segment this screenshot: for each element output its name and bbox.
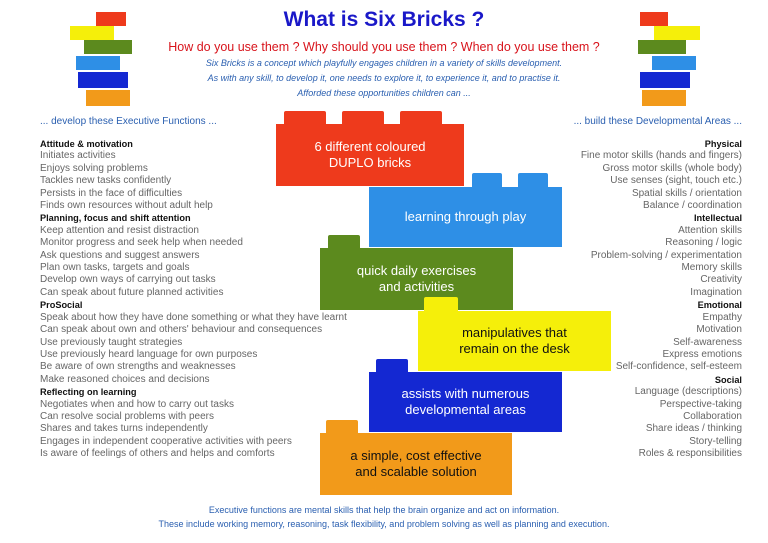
- list-item: Problem-solving / experimentation: [590, 249, 742, 261]
- list-item: Can resolve social problems with peers: [40, 410, 214, 422]
- brick-stud: [342, 111, 384, 125]
- brick-text-line-1: manipulatives that: [462, 325, 567, 340]
- list-item: Empathy: [702, 311, 742, 323]
- list-item: Speak about how they have done something…: [40, 311, 347, 323]
- brick-stud: [472, 173, 502, 187]
- group-title: Physical: [704, 139, 742, 149]
- list-item: Ask questions and suggest answers: [40, 249, 200, 261]
- list-item: Share ideas / thinking: [645, 423, 742, 435]
- list-item: Collaboration: [683, 410, 742, 422]
- list-item: Express emotions: [662, 348, 742, 360]
- group-title: Emotional: [697, 300, 742, 311]
- list-item: Fine motor skills (hands and fingers): [580, 150, 742, 162]
- right-column-heading: ... build these Developmental Areas ...: [573, 116, 742, 127]
- list-item: Enjoys solving problems: [40, 162, 148, 174]
- brick-text-line-1: learning through play: [404, 209, 527, 224]
- list-item: Reasoning / logic: [665, 237, 742, 249]
- executive-functions-list: Attitude & motivation Initiates activiti…: [40, 138, 380, 461]
- list-item: Use previously taught strategies: [40, 336, 183, 348]
- list-item: Language (descriptions): [634, 386, 742, 398]
- list-item: Initiates activities: [40, 150, 116, 162]
- group-title: Attitude & motivation: [40, 139, 133, 149]
- list-item: Self-confidence, self-esteem: [615, 361, 742, 373]
- list-item: Monitor progress and seek help when need…: [40, 237, 243, 249]
- list-item: Use previously heard language for own pu…: [40, 348, 258, 360]
- group-title: Reflecting on learning: [40, 387, 137, 398]
- group-title: Social: [714, 374, 742, 385]
- list-item: Creativity: [700, 274, 742, 286]
- list-item: Motivation: [696, 324, 742, 336]
- brick-text-line-1: quick daily exercises: [356, 263, 477, 278]
- list-item: Finds own resources without adult help: [40, 200, 213, 212]
- page-title: What is Six Bricks ?: [283, 8, 485, 31]
- list-item: Imagination: [690, 286, 742, 298]
- brick-stack-left-logo: [66, 12, 136, 108]
- brick-text-line-2: remain on the desk: [459, 341, 570, 356]
- list-item: Balance / coordination: [643, 200, 742, 212]
- list-item: Can speak about own and others' behaviou…: [40, 324, 323, 336]
- brick-stud: [400, 111, 442, 125]
- list-item: Roles & responsibilities: [638, 448, 742, 460]
- list-item: Tackles new tasks confidently: [40, 175, 172, 187]
- list-item: Use senses (sight, touch etc.): [610, 175, 742, 187]
- list-item: Memory skills: [681, 262, 742, 274]
- group-title: Intellectual: [694, 213, 742, 224]
- list-item: Plan own tasks, targets and goals: [40, 262, 190, 274]
- list-item: Keep attention and resist distraction: [40, 224, 199, 236]
- brick-stud: [376, 359, 408, 373]
- list-item: Negotiates when and how to carry out tas…: [40, 398, 234, 410]
- group-title: ProSocial: [40, 300, 83, 311]
- brick-stack-right-logo: [634, 12, 704, 108]
- brick-stud: [424, 297, 458, 311]
- left-column-heading: ... develop these Executive Functions ..…: [40, 116, 217, 127]
- list-item: Persists in the face of difficulties: [40, 187, 183, 199]
- list-item: Gross motor skills (whole body): [602, 162, 742, 174]
- list-item: Is aware of feelings of others and helps…: [40, 448, 275, 460]
- brick-text-line-2: developmental areas: [405, 402, 526, 417]
- footer-line-1: Executive functions are mental skills th…: [208, 505, 560, 515]
- brick-text-line-1: assists with numerous: [401, 386, 530, 401]
- list-item: Story-telling: [689, 435, 742, 447]
- footer-line-2: These include working memory, reasoning,…: [158, 519, 610, 529]
- list-item: Develop own ways of carrying out tasks: [40, 274, 216, 286]
- brick-learning-through-play: learning through play: [369, 187, 562, 247]
- brick-text-line-2: DUPLO bricks: [328, 155, 412, 170]
- list-item: Make reasoned choices and decisions: [40, 373, 210, 385]
- list-item: Can speak about future planned activitie…: [40, 286, 224, 298]
- brick-text-line-2: and activities: [378, 279, 455, 294]
- list-item: Self-awareness: [673, 336, 742, 348]
- group-title: Planning, focus and shift attention: [40, 213, 191, 224]
- brick-text-line-1: a simple, cost effective: [350, 448, 482, 463]
- list-item: Attention skills: [678, 224, 742, 236]
- intro-line-1: Six Bricks is a concept which playfully …: [205, 58, 563, 68]
- brick-stud: [284, 111, 326, 125]
- questions-subtitle: How do you use them ? Why should you use…: [168, 40, 600, 54]
- list-item: Be aware of own strengths and weaknesses: [40, 361, 236, 373]
- list-item: Spatial skills / orientation: [631, 187, 742, 199]
- list-item: Engages in independent cooperative activ…: [40, 435, 292, 447]
- list-item: Perspective-taking: [659, 398, 742, 410]
- intro-line-3: Afforded these opportunities children ca…: [297, 88, 471, 98]
- brick-stud: [326, 420, 358, 434]
- developmental-areas-list: Physical Fine motor skills (hands and fi…: [462, 138, 742, 461]
- list-item: Shares and takes turns independently: [40, 423, 208, 435]
- intro-line-2: As with any skill, to develop it, one ne…: [207, 73, 561, 83]
- brick-text-line-2: and scalable solution: [355, 464, 477, 479]
- brick-stud: [518, 173, 548, 187]
- brick-text-line-1: 6 different coloured: [314, 139, 426, 154]
- brick-stud: [328, 235, 360, 249]
